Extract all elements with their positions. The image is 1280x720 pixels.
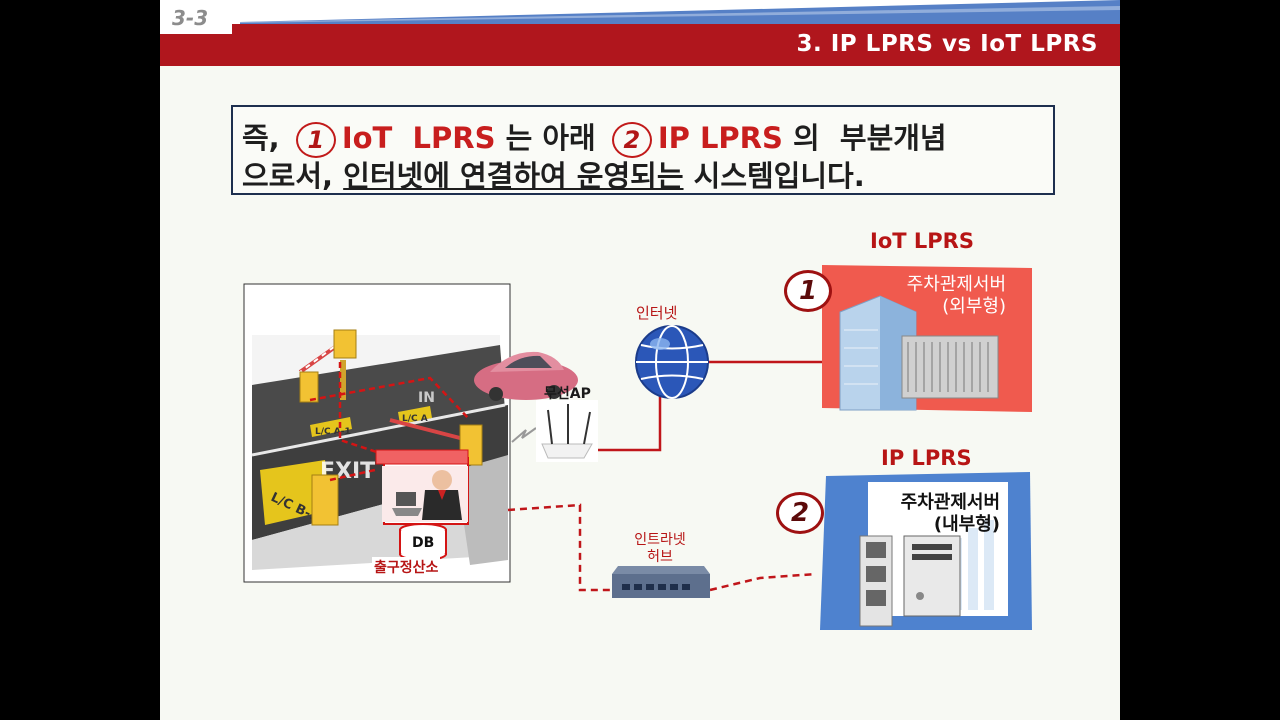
lane-label-a1-text: L/C A-1 [315,427,351,437]
exit-booth [375,449,469,525]
lane-label-a1: L/C A-1 [310,417,352,437]
section-tab: 3-3 [160,0,232,34]
iot-server-label-line2: (외부형) [942,296,1006,317]
headline-line2-suffix: 시스템입니다. [693,159,865,193]
headline-mid: 는 아래 [505,121,596,155]
parking-lot-illustration: L/C A-1 L/C B-1 L/C A EXIT IN [243,283,578,583]
wireless-ap-icon [536,400,598,462]
exit-booth-label: 출구정산소 [372,557,441,577]
internet-link-ap [598,390,662,452]
wireless-signal [511,427,537,443]
wireless-ap-label: 무선AP [544,386,591,402]
header-swoosh [240,0,1120,24]
ip-server-panel [820,472,1032,630]
iot-server-label: 주차관제서버 (외부형) [890,274,1006,318]
headline-num-1: 1 [295,122,336,158]
section-number: 3-3 [172,6,209,30]
intranet-hub-label: 인트라넷 허브 [630,532,690,566]
iot-server-panel [822,265,1032,412]
ip-server-label-line2: (내부형) [933,514,1000,535]
ip-server-label: 주차관제서버 (내부형) [876,492,1000,536]
headline-ip-term: IP LPRS [657,121,783,155]
lane-label-a: L/C A [402,414,428,424]
db-cylinder [399,523,447,561]
db-label: DB [412,535,435,551]
headline-line2-underlined: 인터넷에 연결하여 운영되는 [343,159,684,193]
intranet-hub-icon [612,566,710,598]
headline-suffix: 의 부분개념 [793,121,947,155]
diagram-canvas: L/C A-1 L/C B-1 L/C A EXIT IN [243,265,1032,630]
ip-lprs-label: IP LPRS [881,446,972,470]
internet-label: 인터넷 [636,304,678,322]
iot-lprs-label: IoT LPRS [870,229,974,253]
headline-prefix: 즉, [242,121,280,155]
header-bar [160,24,1120,66]
ip-number-badge: 2 [776,492,824,534]
page-title: 3. IP LPRS vs IoT LPRS [796,31,1098,57]
in-marking: IN [418,390,435,406]
intranet-link-lot [507,503,612,592]
car-icon [474,351,578,401]
intranet-hub-label-line2: 허브 [647,549,673,565]
iot-number-badge: 1 [784,270,832,312]
headline-line-2: 으로서, 인터넷에 연결하여 운영되는 시스템입니다. [242,153,1053,193]
iot-server-label-line1: 주차관제서버 [906,274,1006,295]
intranet-hub-label-line1: 인트라넷 [634,532,686,548]
intranet-link-server [709,572,817,592]
headline-line2-prefix: 으로서, [242,159,334,193]
ip-server-label-line1: 주차관제서버 [900,492,1000,513]
globe-icon [635,325,709,399]
headline-num-2: 2 [611,122,652,158]
headline-iot-term: IoT LPRS [341,121,496,155]
